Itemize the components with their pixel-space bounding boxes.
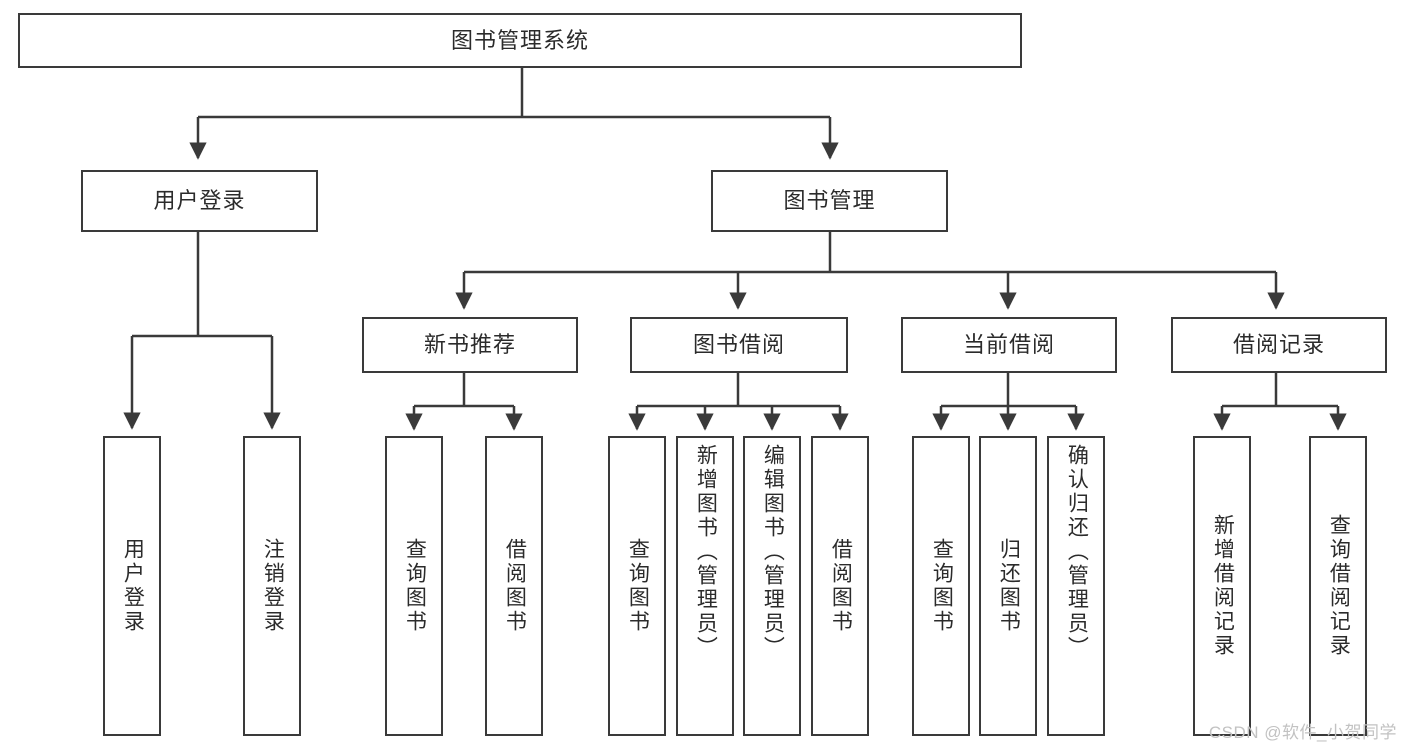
- node-leaf-query-book-3-label: 查询图书: [930, 538, 954, 634]
- node-leaf-user-login[interactable]: 用户登录: [103, 436, 161, 736]
- node-leaf-query-book-2[interactable]: 查询图书: [608, 436, 666, 736]
- node-leaf-add-book[interactable]: 新增图书（管理员）: [676, 436, 734, 736]
- node-leaf-add-record-label: 新增借阅记录: [1211, 514, 1235, 658]
- node-user-login-label: 用户登录: [153, 188, 246, 214]
- node-borrow-record-label: 借阅记录: [1232, 332, 1325, 358]
- node-current-borrow-label: 当前借阅: [962, 332, 1055, 358]
- node-leaf-query-record[interactable]: 查询借阅记录: [1309, 436, 1367, 736]
- node-new-book-recommend[interactable]: 新书推荐: [362, 317, 578, 373]
- node-leaf-add-record[interactable]: 新增借阅记录: [1193, 436, 1251, 736]
- node-leaf-query-record-label: 查询借阅记录: [1327, 514, 1351, 658]
- node-leaf-add-book-label: 新增图书（管理员）: [694, 444, 718, 660]
- node-leaf-query-book-2-label: 查询图书: [626, 538, 650, 634]
- node-new-book-recommend-label: 新书推荐: [423, 332, 516, 358]
- node-leaf-edit-book[interactable]: 编辑图书（管理员）: [743, 436, 801, 736]
- node-leaf-confirm-return-label: 确认归还（管理员）: [1065, 444, 1089, 660]
- node-leaf-borrow-book-2[interactable]: 借阅图书: [811, 436, 869, 736]
- node-leaf-query-book-1-label: 查询图书: [403, 538, 427, 634]
- node-leaf-borrow-book-2-label: 借阅图书: [829, 538, 853, 634]
- node-leaf-borrow-book-1[interactable]: 借阅图书: [485, 436, 543, 736]
- node-book-borrow-label: 图书借阅: [692, 332, 785, 358]
- node-leaf-query-book-3[interactable]: 查询图书: [912, 436, 970, 736]
- node-leaf-edit-book-label: 编辑图书（管理员）: [761, 444, 785, 660]
- node-root[interactable]: 图书管理系统: [18, 13, 1022, 68]
- node-current-borrow[interactable]: 当前借阅: [901, 317, 1117, 373]
- node-leaf-return-book[interactable]: 归还图书: [979, 436, 1037, 736]
- node-leaf-return-book-label: 归还图书: [997, 538, 1021, 634]
- node-user-login[interactable]: 用户登录: [81, 170, 318, 232]
- node-book-manage[interactable]: 图书管理: [711, 170, 948, 232]
- node-root-label: 图书管理系统: [450, 27, 589, 53]
- node-leaf-query-book-1[interactable]: 查询图书: [385, 436, 443, 736]
- node-book-manage-label: 图书管理: [783, 188, 876, 214]
- node-borrow-record[interactable]: 借阅记录: [1171, 317, 1387, 373]
- node-leaf-confirm-return[interactable]: 确认归还（管理员）: [1047, 436, 1105, 736]
- node-leaf-user-login-label: 用户登录: [121, 538, 145, 634]
- node-book-borrow[interactable]: 图书借阅: [630, 317, 848, 373]
- watermark: CSDN @软件_小贺同学: [1208, 723, 1397, 742]
- node-leaf-logout-login-label: 注销登录: [261, 538, 285, 634]
- node-leaf-borrow-book-1-label: 借阅图书: [503, 538, 527, 634]
- node-leaf-logout-login[interactable]: 注销登录: [243, 436, 301, 736]
